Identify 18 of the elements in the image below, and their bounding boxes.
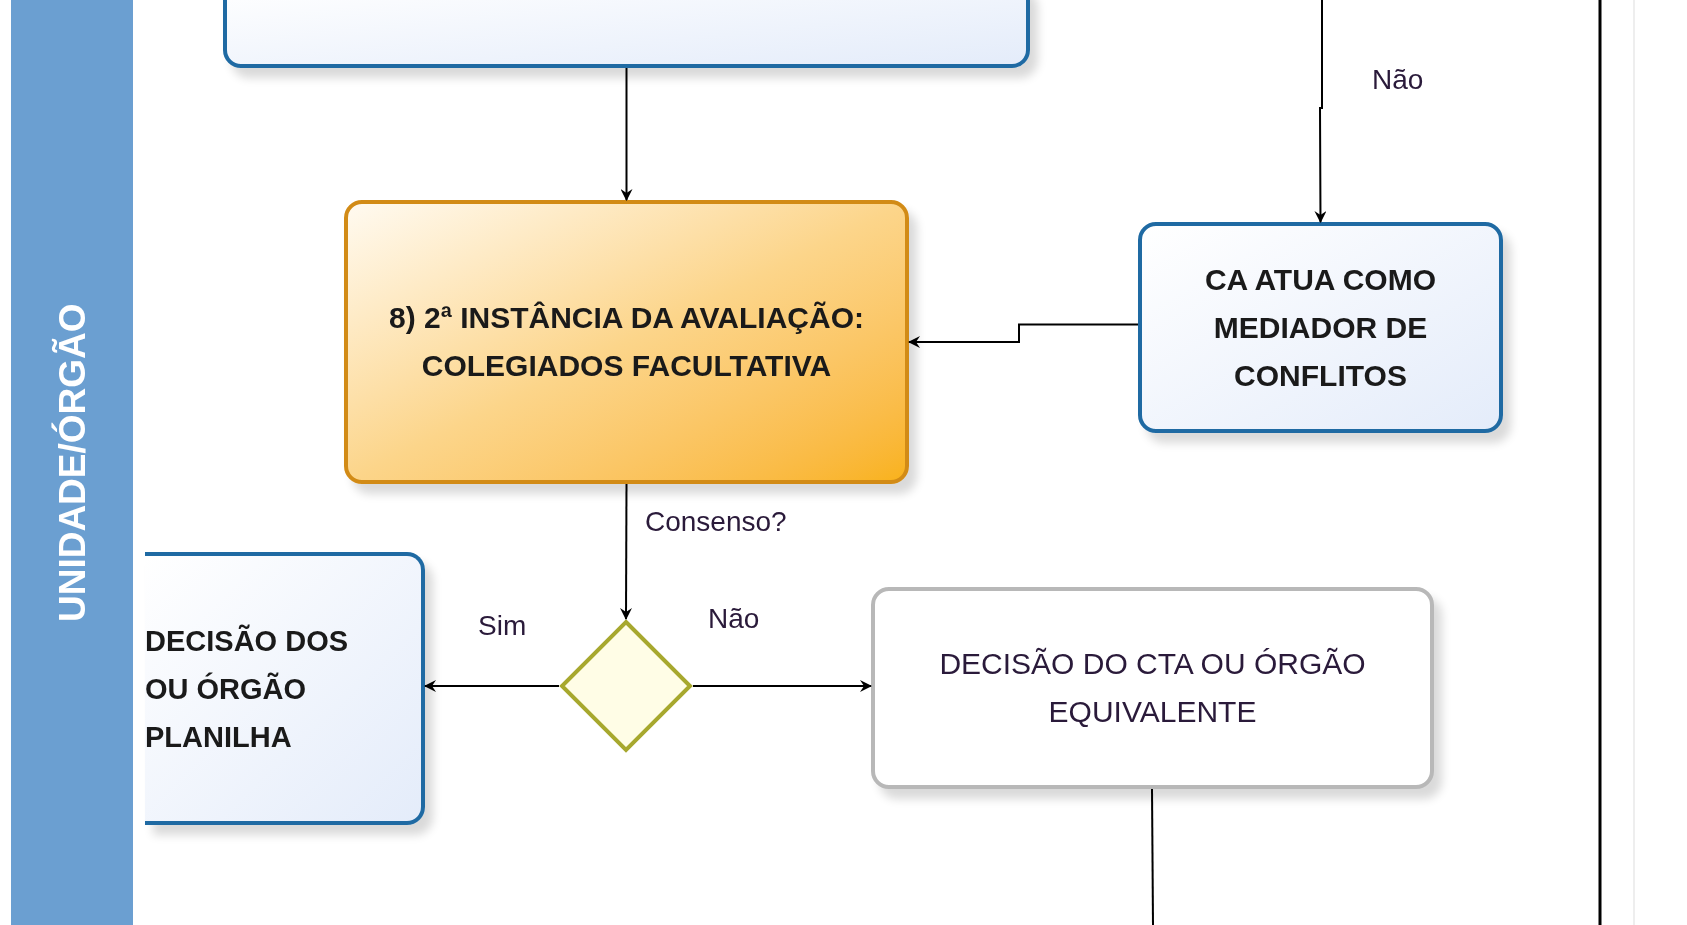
process-box — [223, 0, 1030, 68]
decision-diamond — [559, 619, 693, 753]
arrow — [692, 680, 872, 692]
arrow — [424, 680, 560, 692]
arrow — [620, 483, 633, 620]
process-box — [871, 587, 1434, 789]
process-box — [344, 200, 909, 484]
box-text: DECISÃO DO CTA OU ÓRGÃO EQUIVALENTE — [938, 646, 1367, 730]
arrow — [1314, 0, 1327, 223]
process-box — [145, 552, 425, 825]
lane-title: UNIDADE/ÓRGÃO — [50, 303, 94, 622]
box-text: DECISÃO DOS OU ÓRGÃO PLANILHA — [145, 623, 350, 755]
swimlane-header — [11, 0, 133, 925]
arrow — [908, 323, 1139, 348]
process-box — [1138, 222, 1503, 433]
box-text: 8) 2ª INSTÂNCIA DA AVALIAÇÃO: COLEGIADOS FACULTATIVA — [388, 300, 865, 384]
arrow — [620, 67, 633, 201]
box-text: CA ATUA COMO MEDIADOR DE CONFLITOS — [1203, 261, 1438, 394]
